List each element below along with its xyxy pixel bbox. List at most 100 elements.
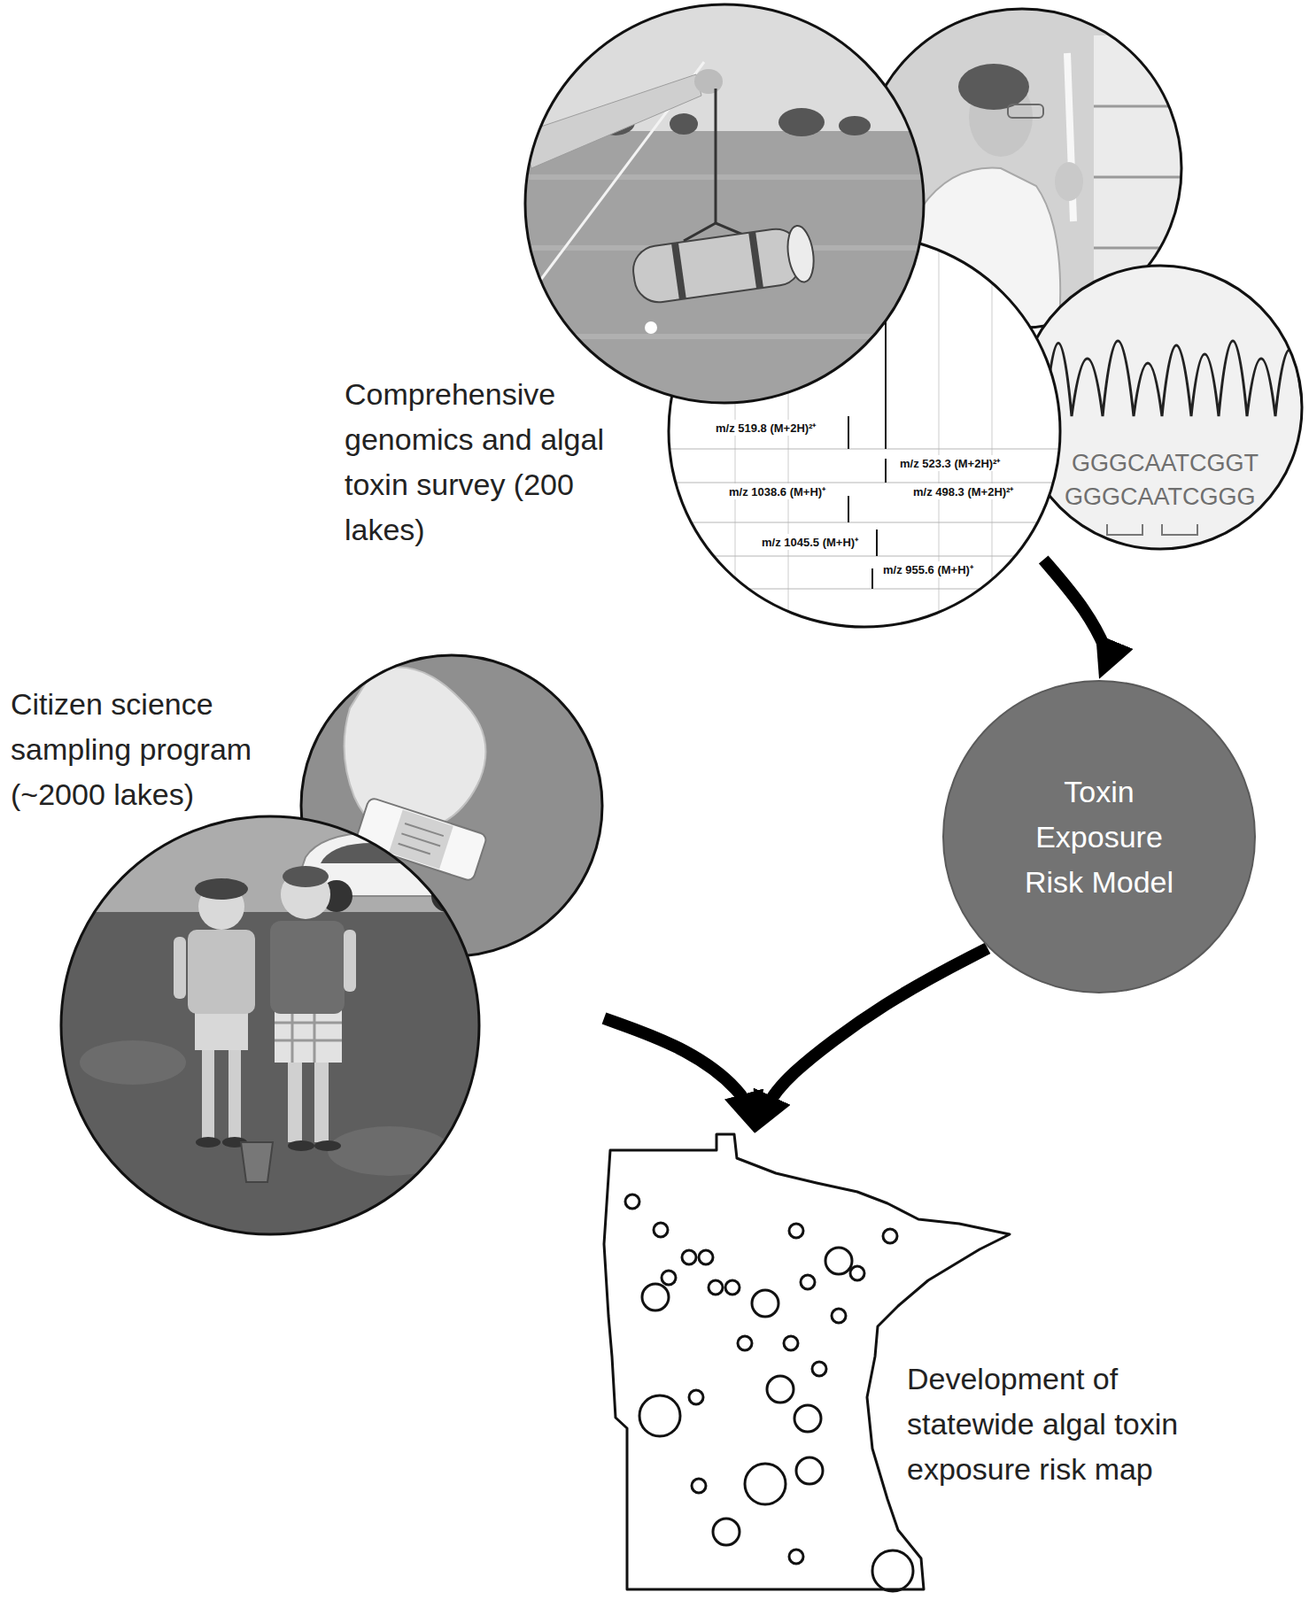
lake-marker	[812, 1362, 827, 1377]
tree	[778, 108, 825, 137]
leg	[201, 1040, 215, 1139]
lake-sampling-photo	[522, 0, 930, 408]
bucket	[240, 1142, 273, 1183]
cap	[194, 878, 248, 900]
lake-marker	[712, 1518, 740, 1546]
lake-marker	[825, 1247, 853, 1275]
lake-marker	[725, 1280, 740, 1295]
lake-marker	[783, 1336, 798, 1351]
lake-marker	[751, 1290, 779, 1317]
sampler-cap	[784, 224, 818, 284]
circle-fill	[943, 681, 1255, 993]
lake-marker	[831, 1309, 846, 1324]
text-group: Comprehensive genomics and algal toxin s…	[344, 371, 637, 553]
ms-peak-label: m/z 1038.6 (M+H)⁺	[727, 483, 828, 500]
road	[57, 813, 483, 913]
sampler-band	[671, 242, 687, 300]
water-sampler	[629, 224, 817, 306]
car-window	[320, 843, 417, 864]
ms-peak-label: m/z 523.3 (M+2H)²⁺	[898, 455, 1002, 472]
base-bracket	[1107, 524, 1198, 535]
ms-peak-label: m/z 498.3 (M+2H)²⁺	[911, 483, 1015, 500]
tree	[838, 116, 871, 136]
shoe	[195, 1137, 221, 1148]
plaid-line	[274, 1009, 342, 1063]
lake-marker	[691, 1479, 706, 1494]
lake-marker	[708, 1280, 723, 1295]
photo-frame	[525, 4, 924, 403]
node-label: Comprehensive genomics and algal toxin s…	[344, 371, 637, 553]
arm	[522, 74, 702, 169]
label-line	[398, 823, 444, 857]
grass	[57, 912, 483, 1240]
lake-marker	[689, 1390, 704, 1405]
node-label: Development of statewide algal toxin exp…	[906, 1356, 1200, 1493]
node-label: Citizen science sampling program (~2000 …	[10, 681, 277, 818]
arm	[343, 929, 357, 992]
kids-photo	[57, 813, 486, 1240]
text-group: Development of statewide algal toxin exp…	[906, 1356, 1200, 1493]
water	[522, 131, 930, 408]
rope	[714, 88, 718, 224]
lake-marker	[789, 1549, 804, 1565]
shirt	[187, 929, 256, 1015]
lake-marker	[625, 1194, 640, 1209]
flow-arrow	[1043, 559, 1108, 659]
ms-peak-label: m/z 519.8 (M+2H)²⁺	[713, 419, 818, 436]
chromatogram-trace	[1018, 340, 1304, 417]
lake-marker	[681, 1250, 697, 1265]
grass-patch	[79, 1040, 186, 1085]
lake-marker	[800, 1275, 815, 1290]
ms-peak-label: m/z 1045.5 (M+H)⁺	[759, 534, 860, 550]
lake-marker	[653, 1223, 668, 1238]
leg	[314, 1053, 329, 1143]
g-shape	[57, 813, 486, 1240]
goggles	[1007, 104, 1044, 118]
hair	[282, 866, 329, 888]
sky	[522, 0, 930, 408]
risk-model-circle: Toxin Exposure Risk Model	[941, 679, 1257, 995]
lake-marker	[639, 1395, 681, 1437]
sampler-band	[748, 232, 764, 289]
lake-marker	[794, 1405, 822, 1433]
wheel	[431, 880, 464, 913]
dna-base-sequence: GGGCAATCGGG	[1062, 483, 1258, 512]
flow-arrow	[764, 948, 988, 1114]
lake-marker	[872, 1550, 914, 1592]
lake-marker	[661, 1270, 676, 1286]
tree	[669, 113, 698, 135]
arm	[173, 937, 186, 1000]
g-shape	[522, 0, 930, 408]
lake-marker	[744, 1463, 786, 1505]
shoe	[314, 1140, 341, 1152]
lake-marker	[850, 1266, 865, 1281]
lake-marker	[642, 1284, 669, 1311]
lake-marker	[796, 1457, 823, 1485]
leg	[287, 1053, 303, 1143]
hand	[694, 69, 723, 94]
shirt	[270, 921, 345, 1015]
citizen-photo-group: Citizen science sampling program (~2000 …	[8, 655, 605, 1236]
photo-frame	[1018, 265, 1302, 550]
dna-base-sequence: GGGCAATCGGT	[1069, 449, 1261, 478]
shoe	[287, 1140, 315, 1152]
lake-marker	[789, 1223, 804, 1239]
sampler-body	[629, 225, 805, 306]
lake-marker	[882, 1229, 898, 1244]
lake-markers	[625, 1194, 914, 1592]
photo-frame	[61, 816, 480, 1235]
hair	[958, 63, 1030, 110]
text-group: Toxin Exposure Risk Model	[1010, 769, 1188, 906]
node-label: Toxin Exposure Risk Model	[1010, 769, 1188, 906]
risk-map: Development of statewide algal toxin exp…	[602, 1133, 1223, 1595]
ms-peak-label: m/z 955.6 (M+H)⁺	[881, 561, 976, 578]
water-ripple	[522, 177, 930, 337]
grass-patch	[327, 1126, 452, 1177]
flow-arrow	[604, 1018, 750, 1113]
float-ball	[644, 321, 658, 334]
lake-marker	[698, 1250, 713, 1265]
leg	[228, 1040, 241, 1139]
lake-marker	[737, 1336, 752, 1351]
